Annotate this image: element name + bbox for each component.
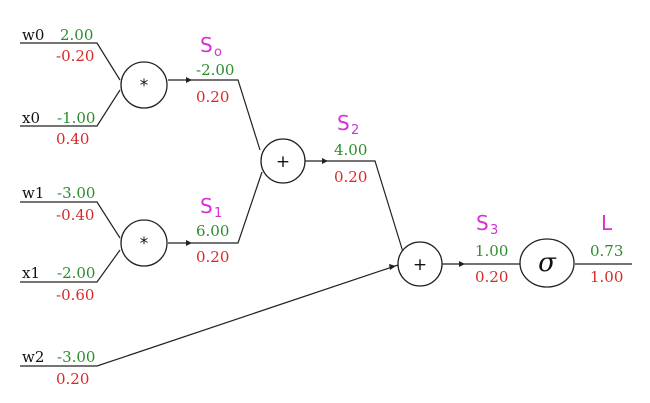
add-node-0: + (260, 138, 306, 184)
annotation-s0-letter: S (200, 33, 213, 57)
wire-w1 (20, 201, 121, 239)
annotation-s2: S 2 (337, 111, 359, 138)
edge-value-L: 0.73 (590, 242, 623, 260)
annotation-s1: S 1 (200, 194, 222, 221)
wire-x0 (20, 89, 121, 127)
edge-grad-s1: 0.20 (196, 248, 229, 266)
arrow-w2 (389, 264, 396, 270)
annotation-s1-sub: 1 (214, 206, 222, 221)
input-value-w1: -3.00 (57, 184, 95, 202)
wire-w2 (20, 264, 399, 367)
input-grad-w2: 0.20 (56, 370, 89, 388)
arrow-s2 (322, 158, 328, 164)
sigmoid-node-symbol: σ (538, 248, 557, 278)
arrow-s1 (186, 240, 192, 246)
edge-value-s0: -2.00 (196, 61, 234, 79)
add-node-1-symbol: + (413, 255, 427, 275)
edge-grad-s0: 0.20 (196, 88, 229, 106)
wire-x1 (20, 249, 121, 283)
annotation-L: L (601, 211, 613, 235)
edge-grad-L: 1.00 (590, 268, 623, 286)
arrow-s0 (186, 77, 192, 83)
input-value-x1: -2.00 (57, 264, 95, 282)
annotation-s2-sub: 2 (351, 123, 359, 138)
input-label-w0: w0 (22, 26, 44, 44)
multiply-node-1-symbol: * (140, 234, 149, 254)
annotation-s3-letter: S (476, 211, 489, 235)
edge-value-s3: 1.00 (475, 242, 508, 260)
annotation-s2-letter: S (337, 111, 350, 135)
annotation-L-letter: L (601, 211, 613, 235)
multiply-node-0: * (120, 61, 168, 109)
input-value-x0: -1.00 (57, 109, 95, 127)
edge-grad-s3: 0.20 (475, 268, 508, 286)
input-grad-x0: 0.40 (56, 130, 89, 148)
add-node-1: + (397, 241, 443, 287)
input-label-x0: x0 (22, 109, 40, 127)
input-value-w2: -3.00 (57, 348, 95, 366)
edge-grad-s2: 0.20 (334, 168, 367, 186)
input-label-w2: w2 (22, 348, 44, 366)
arrow-s3 (459, 261, 465, 267)
sigmoid-node: σ (519, 238, 575, 288)
wire-s2 (305, 160, 404, 253)
input-grad-x1: -0.60 (56, 286, 94, 304)
wire-w0 (20, 42, 121, 81)
input-value-w0: 2.00 (60, 26, 93, 44)
annotation-s0: S o (200, 33, 222, 60)
edge-value-s1: 6.00 (196, 222, 229, 240)
edge-value-s2: 4.00 (334, 141, 367, 159)
add-node-0-symbol: + (276, 152, 290, 172)
annotation-s1-letter: S (200, 194, 213, 218)
annotation-s3: S 3 (476, 211, 498, 238)
multiply-node-1: * (120, 219, 168, 267)
annotation-s3-sub: 3 (490, 223, 498, 238)
multiply-node-0-symbol: * (140, 76, 149, 96)
input-label-w1: w1 (22, 184, 44, 202)
input-grad-w0: -0.20 (56, 47, 94, 65)
annotation-s0-sub: o (214, 45, 222, 60)
input-label-x1: x1 (22, 264, 40, 282)
input-grad-w1: -0.40 (56, 206, 94, 224)
